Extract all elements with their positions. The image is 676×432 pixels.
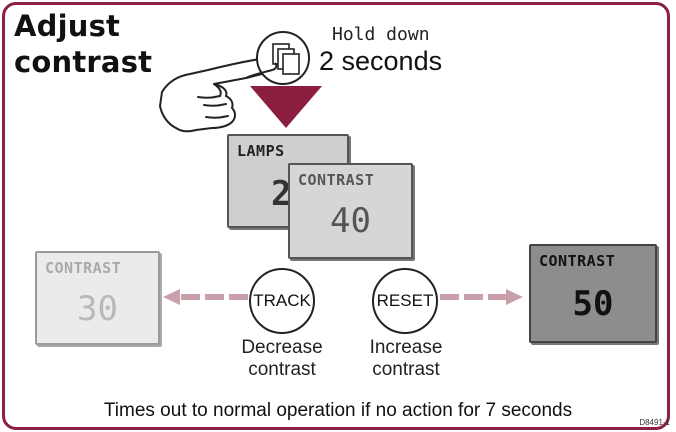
contrast-current-label: CONTRAST bbox=[298, 171, 375, 189]
contrast-increased-label: CONTRAST bbox=[539, 252, 616, 270]
contrast-decreased-display: CONTRAST 30 bbox=[35, 251, 160, 345]
increase-caption: Increase contrast bbox=[356, 337, 456, 381]
lamps-value: 2 bbox=[271, 174, 292, 214]
lamps-label: LAMPS bbox=[237, 142, 285, 160]
contrast-current-display: CONTRAST 40 bbox=[288, 163, 413, 259]
reference-code: D8491-1 bbox=[639, 418, 670, 427]
timeout-note: Times out to normal operation if no acti… bbox=[103, 400, 573, 421]
contrast-decreased-label: CONTRAST bbox=[45, 259, 122, 277]
contrast-decreased-value: 30 bbox=[77, 289, 118, 329]
increase-caption-line-2: contrast bbox=[372, 359, 440, 380]
down-arrow-icon bbox=[250, 86, 322, 128]
decrease-caption: Decrease contrast bbox=[232, 337, 332, 381]
reset-button[interactable]: RESET bbox=[372, 268, 438, 334]
contrast-current-value: 40 bbox=[330, 201, 371, 241]
hold-instruction: Hold down bbox=[332, 24, 430, 45]
track-button[interactable]: TRACK bbox=[249, 268, 315, 334]
contrast-increased-display: CONTRAST 50 bbox=[529, 244, 657, 343]
decrease-caption-line-2: contrast bbox=[248, 359, 316, 380]
reset-button-label: RESET bbox=[376, 291, 434, 310]
track-button-label: TRACK bbox=[253, 291, 311, 310]
decrease-caption-line-1: Decrease bbox=[241, 337, 323, 358]
right-arrow-icon bbox=[440, 289, 523, 305]
increase-caption-line-1: Increase bbox=[369, 337, 443, 358]
fingertip-icon bbox=[245, 62, 278, 79]
pages-key-icon bbox=[256, 31, 310, 85]
contrast-increased-value: 50 bbox=[572, 284, 614, 324]
title-line-1: Adjust bbox=[14, 9, 121, 43]
hold-duration: 2 seconds bbox=[319, 46, 443, 76]
left-arrow-icon bbox=[163, 289, 248, 305]
title-line-2: contrast bbox=[14, 45, 153, 79]
page-title: Adjust contrast bbox=[14, 8, 152, 80]
